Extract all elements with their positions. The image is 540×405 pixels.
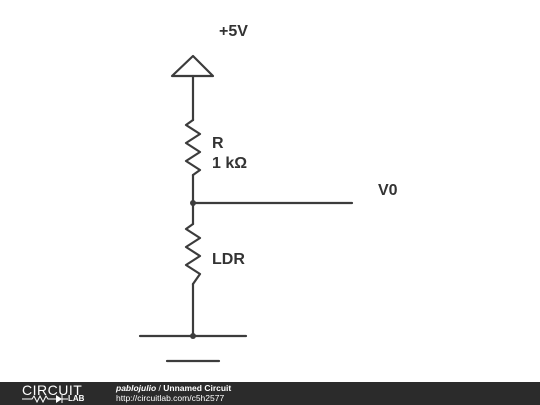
circuitlab-logo[interactable]: CIRCUIT LAB	[22, 382, 94, 405]
junction-node-top	[190, 200, 196, 206]
ldr-label: LDR	[212, 251, 245, 268]
author-link[interactable]: pablojulio	[116, 383, 157, 393]
supply-label: +5V	[219, 23, 248, 40]
circuit-meta: pablojulio / Unnamed Circuit http://circ…	[116, 383, 231, 403]
resistor-name-label: R	[212, 135, 224, 152]
footer-bar: CIRCUIT LAB pablojulio / Unnamed Circuit…	[0, 382, 540, 405]
logo-resistor-icon	[22, 394, 68, 404]
circuit-url[interactable]: http://circuitlab.com/c5h2577	[116, 393, 225, 403]
title-separator: /	[156, 383, 164, 393]
circuit-name: Unnamed Circuit	[163, 383, 232, 393]
junction-node-bottom	[190, 333, 196, 339]
logo-text-lab: LAB	[68, 394, 85, 403]
logo-text-circuit: CIRCUIT	[22, 382, 83, 398]
resistor-value-label: 1 kΩ	[212, 155, 247, 172]
supply-arrow-symbol	[170, 54, 215, 78]
circuit-title-line: pablojulio / Unnamed Circuit	[116, 383, 231, 393]
ldr-symbol	[184, 222, 202, 286]
output-label: V0	[378, 182, 398, 199]
circuit-schematic: +5V R 1 kΩ V0 LDR	[138, 23, 398, 363]
resistor-r-symbol	[184, 118, 202, 177]
